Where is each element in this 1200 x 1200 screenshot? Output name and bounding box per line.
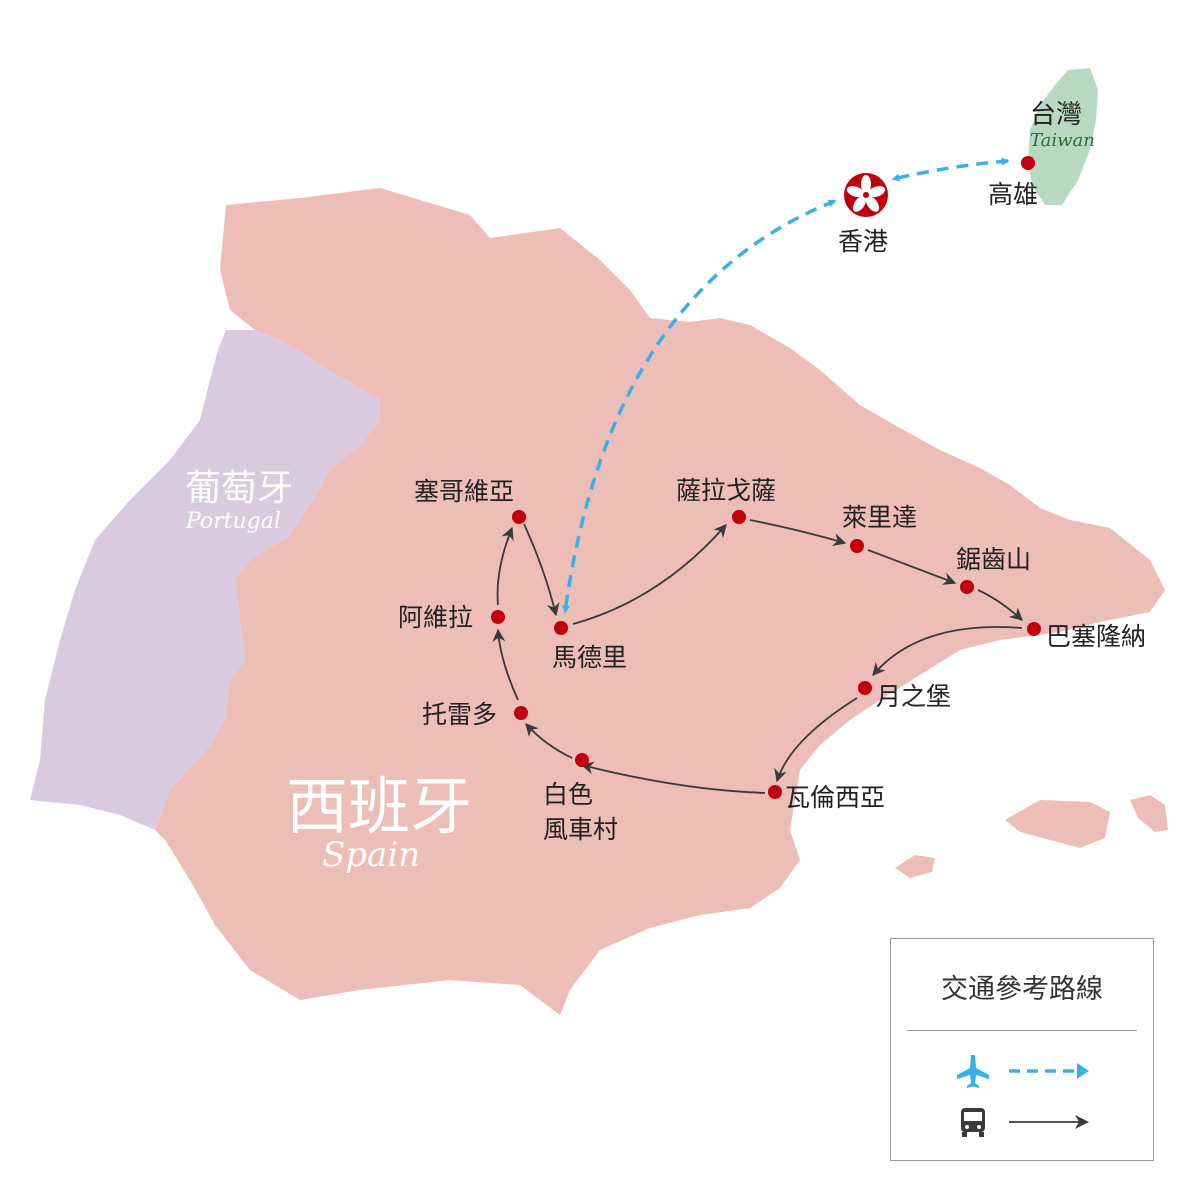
- road-valencia-whitevillage: [580, 761, 766, 794]
- taiwan-label-en: Taiwan: [1030, 130, 1095, 151]
- marker-lleida[interactable]: [850, 539, 864, 553]
- road-avila-segovia: [496, 526, 514, 606]
- road-barcelona-peniscola: [872, 626, 1023, 676]
- legend-row-bus: [891, 1102, 1153, 1142]
- label-barcelona: 巴塞隆納: [1046, 622, 1146, 651]
- marker-avila[interactable]: [491, 610, 505, 624]
- menorca-island: [1130, 795, 1168, 832]
- ibiza-island: [895, 855, 935, 878]
- label-white-village-2: 風車村: [543, 815, 618, 844]
- marker-madrid[interactable]: [554, 621, 568, 635]
- taiwan-region: [1028, 68, 1098, 205]
- taiwan-label-zh: 台灣: [1030, 100, 1082, 130]
- portugal-label-zh: 葡萄牙: [185, 468, 293, 509]
- road-zaragoza-lleida: [749, 519, 847, 546]
- label-lleida: 萊里達: [842, 503, 917, 532]
- label-zaragoza: 薩拉戈薩: [676, 476, 776, 505]
- label-peniscola: 月之堡: [876, 682, 951, 711]
- legend-road-arrowhead: [1075, 1115, 1089, 1129]
- spain-label-zh: 西班牙: [286, 770, 472, 843]
- marker-segovia[interactable]: [512, 510, 526, 524]
- marker-kaohsiung[interactable]: [1021, 156, 1035, 170]
- legend-divider: [907, 1030, 1137, 1031]
- label-toledo: 托雷多: [422, 700, 497, 729]
- portugal-label-en: Portugal: [185, 509, 281, 534]
- label-madrid: 馬德里: [552, 643, 627, 672]
- hongkong-flower-icon[interactable]: [844, 173, 888, 217]
- legend-box: 交通參考路線: [890, 938, 1154, 1161]
- road-lleida-montserrat: [867, 549, 957, 585]
- label-segovia: 塞哥維亞: [414, 477, 514, 506]
- portugal-region: [30, 330, 380, 830]
- spain-label-en: Spain: [322, 835, 420, 875]
- road-toledo-avila: [492, 628, 519, 701]
- airplane-icon: [957, 1055, 989, 1088]
- label-white-village: 白色: [543, 780, 593, 809]
- marker-peniscola[interactable]: [858, 681, 872, 695]
- label-kaohsiung: 高雄: [988, 180, 1038, 209]
- bus-icon: [961, 1108, 985, 1137]
- label-valencia: 瓦倫西亞: [785, 783, 885, 812]
- marker-white-village[interactable]: [575, 753, 589, 767]
- road-segovia-madrid: [523, 523, 560, 617]
- label-avila: 阿維拉: [398, 603, 473, 632]
- marker-valencia[interactable]: [768, 785, 782, 799]
- road-madrid-zaragoza: [572, 524, 727, 625]
- label-hongkong: 香港: [838, 227, 888, 256]
- legend-row-flight: [891, 1051, 1153, 1091]
- legend-flight-arrowhead: [1077, 1063, 1089, 1079]
- flight-route-hongkong-madrid: [561, 199, 837, 614]
- road-montserrat-barcelona: [977, 589, 1023, 621]
- city-markers: [491, 156, 1041, 799]
- mallorca-island: [1005, 800, 1110, 848]
- spain-region: [155, 188, 1165, 1015]
- road-whitevillage-toledo: [525, 723, 573, 759]
- marker-barcelona[interactable]: [1027, 622, 1041, 636]
- marker-toledo[interactable]: [514, 706, 528, 720]
- marker-zaragoza[interactable]: [732, 510, 746, 524]
- label-montserrat: 鋸齒山: [956, 545, 1031, 574]
- road-peniscola-valencia: [774, 697, 858, 783]
- marker-montserrat[interactable]: [960, 580, 974, 594]
- legend-title: 交通參考路線: [941, 974, 1103, 1005]
- road-routes: [492, 519, 1023, 794]
- flight-route-kaohsiung-hongkong: [891, 157, 1010, 182]
